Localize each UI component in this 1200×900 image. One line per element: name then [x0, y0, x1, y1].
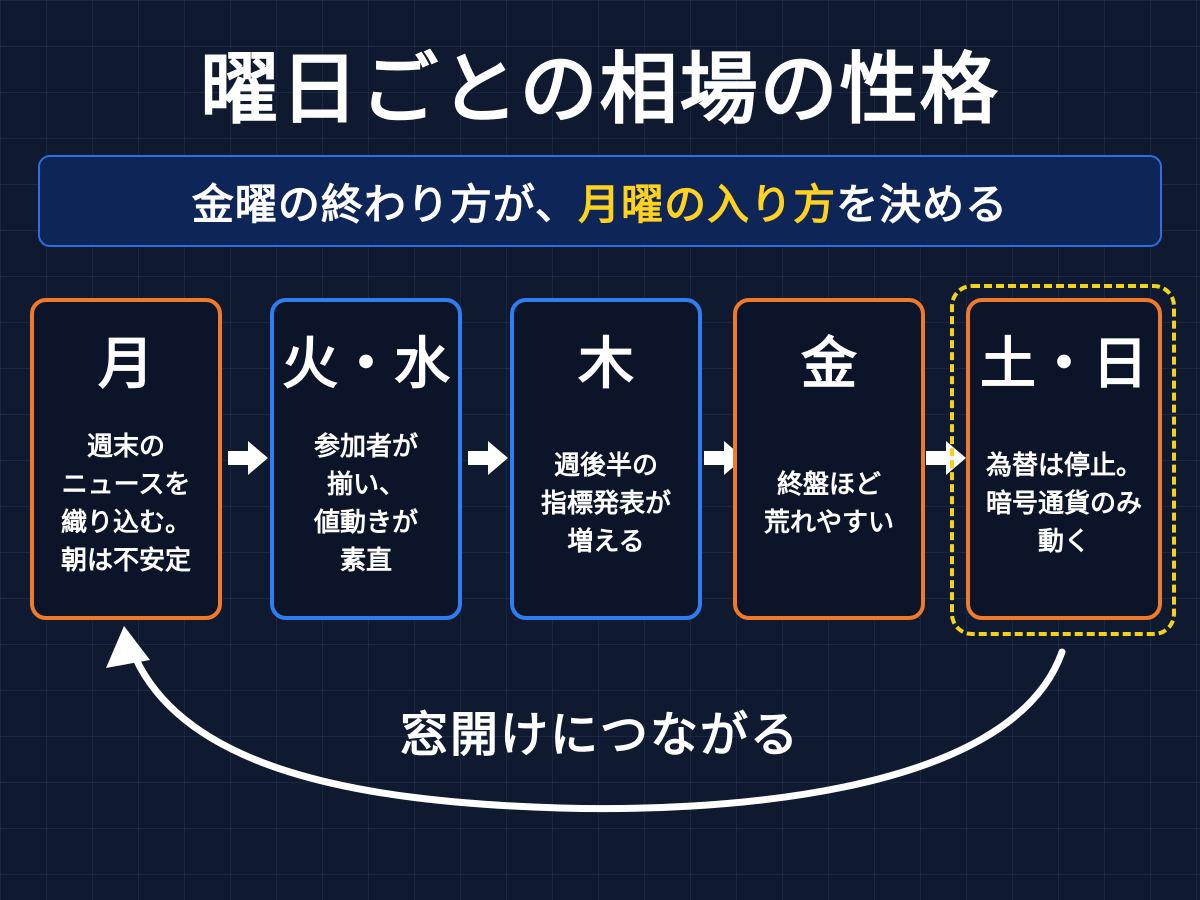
card-line: 朝は不安定 — [60, 546, 191, 576]
arrow-right-icon — [468, 441, 508, 475]
card-weekend: 土・日 為替は停止。 暗号通貨のみ 動く — [966, 298, 1162, 620]
card-line: 値動きが — [313, 508, 418, 538]
subtitle-text-2: を決める — [836, 179, 1009, 229]
card-line: 増える — [567, 527, 645, 557]
card-line: 指標発表が — [540, 489, 671, 519]
card-day-label: 火・水 — [282, 332, 450, 397]
card-monday: 月 週末の ニュースを 織り込む。 朝は不安定 — [30, 298, 222, 620]
card-line: 参加者が — [313, 432, 418, 462]
arrow-right-icon — [228, 441, 268, 475]
arrow-right-icon — [926, 441, 966, 475]
card-description: 参加者が 揃い、 値動きが 素直 — [274, 412, 458, 596]
card-description: 為替は停止。 暗号通貨のみ 動く — [970, 412, 1158, 596]
card-line: 揃い、 — [326, 470, 405, 500]
card-day-label: 土・日 — [980, 332, 1148, 397]
subtitle-highlight: 月曜の入り方 — [578, 179, 837, 229]
card-description: 週後半の 指標発表が 増える — [514, 412, 698, 596]
card-thursday: 木 週後半の 指標発表が 増える — [510, 298, 702, 620]
card-description: 終盤ほど 荒れやすい — [737, 412, 921, 596]
card-line: 素直 — [339, 546, 392, 576]
subtitle-text-1: 金曜の終わり方が、 — [191, 179, 579, 229]
card-line: 暗号通貨のみ — [985, 489, 1142, 519]
card-friday: 金 終盤ほど 荒れやすい — [733, 298, 925, 620]
card-line: 週末の — [86, 432, 165, 462]
card-line: 週後半の — [553, 451, 658, 481]
card-line: ニュースを — [61, 470, 191, 500]
loop-label: 窓開けにつながる — [399, 707, 800, 763]
subtitle-banner: 金曜の終わり方が、月曜の入り方を決める — [38, 155, 1162, 247]
card-day-label: 月 — [98, 332, 154, 397]
card-line: 織り込む。 — [60, 508, 191, 538]
card-description: 週末の ニュースを 織り込む。 朝は不安定 — [34, 412, 218, 596]
card-line: 為替は停止。 — [985, 451, 1142, 481]
card-line: 動く — [1037, 527, 1090, 557]
card-day-label: 金 — [801, 332, 857, 397]
card-line: 終盤ほど — [776, 470, 881, 500]
card-tuesday-wednesday: 火・水 参加者が 揃い、 値動きが 素直 — [270, 298, 462, 620]
card-line: 荒れやすい — [763, 508, 894, 538]
weekend-dashed-highlight — [950, 284, 1176, 636]
card-day-label: 木 — [578, 332, 634, 397]
page-title: 曜日ごとの相場の性格 — [200, 45, 1000, 135]
